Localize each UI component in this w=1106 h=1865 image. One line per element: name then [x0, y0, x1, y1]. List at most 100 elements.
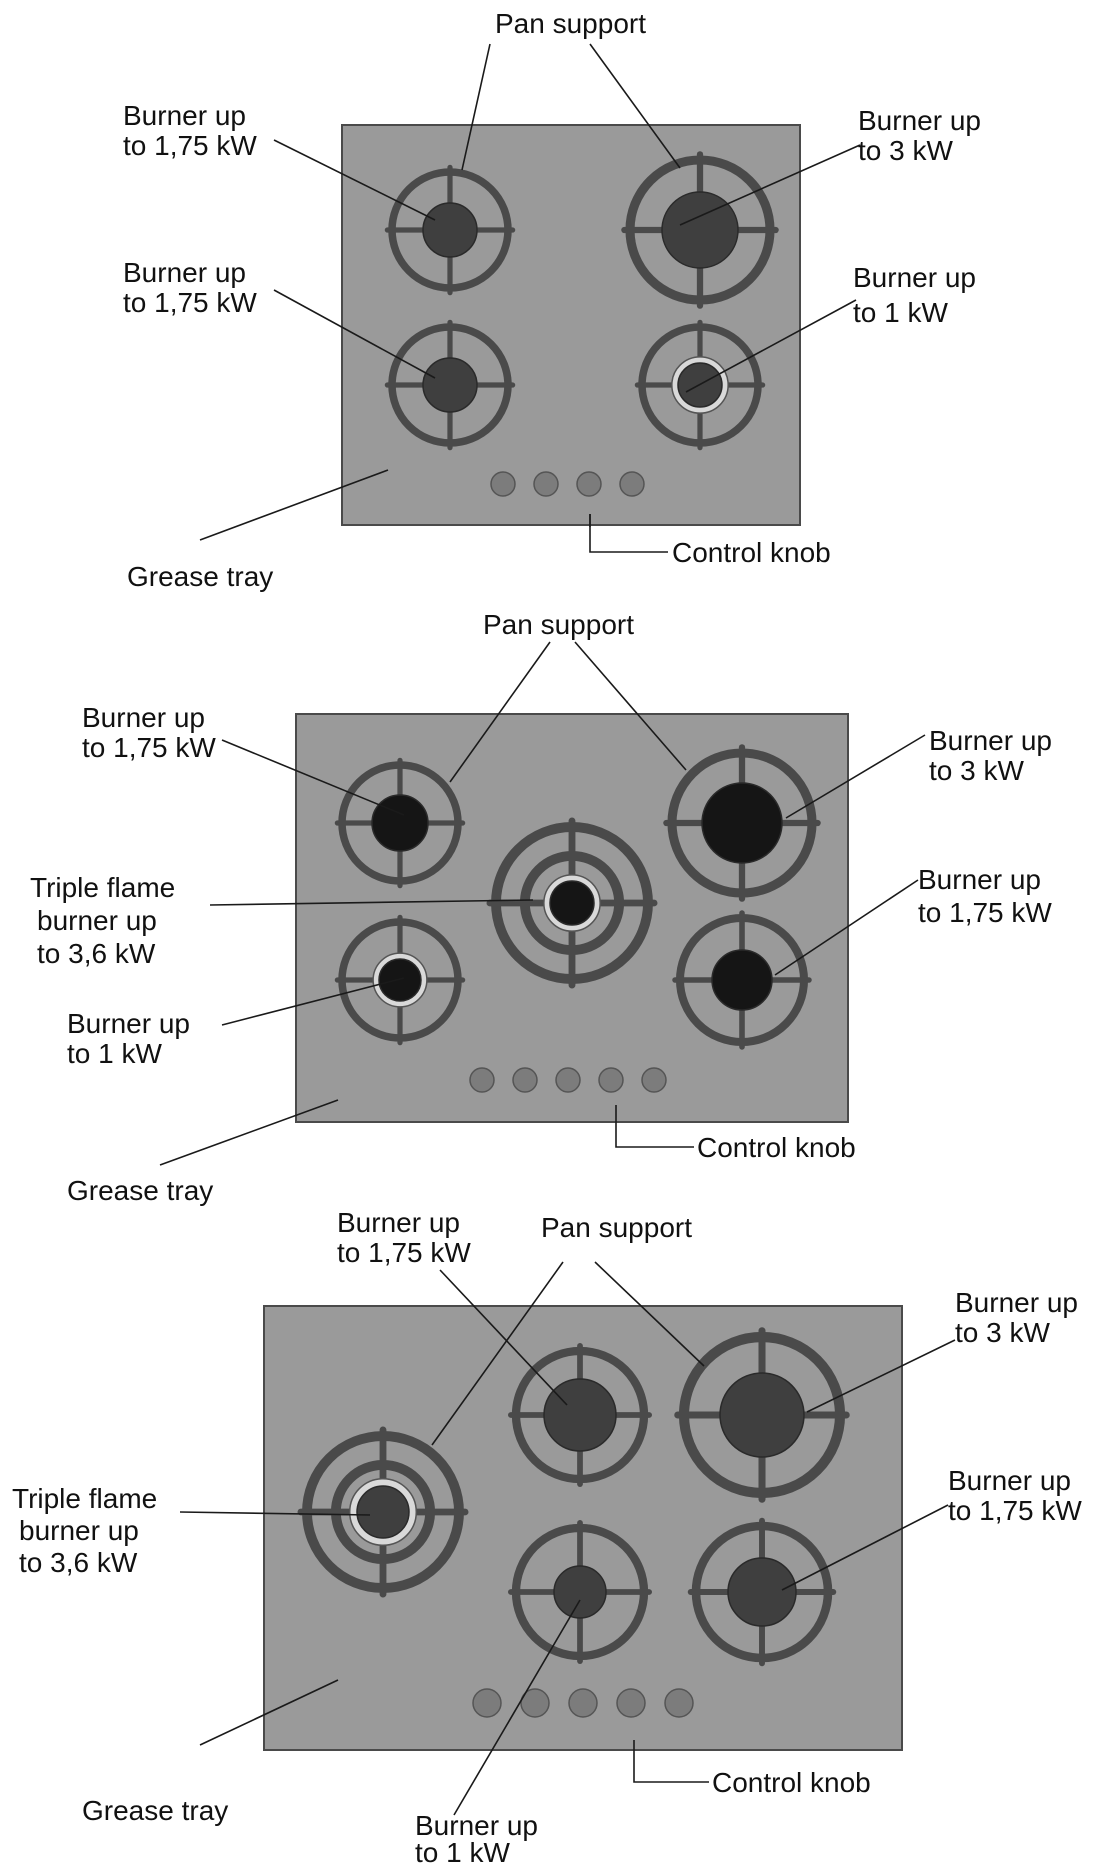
- burner-label: Burner up: [123, 257, 246, 288]
- burner-cap-icon: [543, 1378, 617, 1452]
- burner-label: Burner up: [948, 1465, 1071, 1496]
- triple-flame-label: to 3,6 kW: [19, 1547, 138, 1578]
- pointer-line: [781, 1504, 949, 1591]
- triple-flame-label: Triple flame: [12, 1483, 157, 1514]
- grease-tray-label: Grease tray: [127, 561, 273, 592]
- pointer-line: [453, 1599, 581, 1816]
- burner-1-75kw: [672, 910, 812, 1050]
- burner-cap-icon: [356, 1485, 410, 1539]
- burner-label: Burner up: [918, 864, 1041, 895]
- burner-label: to 1,75 kW: [123, 130, 257, 161]
- burner-label: Burner up: [337, 1207, 460, 1238]
- burner-3kw: [621, 151, 779, 309]
- pointer-line: [179, 1511, 371, 1516]
- control-knob[interactable]: [616, 1688, 646, 1718]
- control-knobs: [469, 1067, 667, 1093]
- burner-label: Burner up: [82, 702, 205, 733]
- triple-flame-label: Triple flame: [30, 872, 175, 903]
- pointer-line: [461, 43, 491, 171]
- burner-cap-icon: [422, 202, 478, 258]
- pointer-line: [679, 144, 861, 226]
- burner-label: to 1 kW: [67, 1038, 162, 1069]
- grease-tray-label: Grease tray: [82, 1795, 228, 1826]
- control-knob[interactable]: [619, 471, 645, 497]
- control-knob[interactable]: [512, 1067, 538, 1093]
- burner-label: to 1 kW: [415, 1837, 510, 1865]
- pan-support-label: Pan support: [483, 609, 634, 640]
- pointer-line: [273, 289, 436, 379]
- triple-flame-burner: [486, 817, 658, 989]
- hob-five-burner-center: Pan support Burner up to 1,75 kW Triple …: [30, 609, 1052, 1206]
- triple-flame-label: to 3,6 kW: [37, 938, 156, 969]
- pointer-line: [439, 1269, 568, 1406]
- triple-flame-burner: [297, 1426, 469, 1598]
- grease-tray-label: Grease tray: [67, 1175, 213, 1206]
- pointer-line: [449, 641, 551, 783]
- pointer-line: [209, 899, 534, 906]
- triple-flame-label: burner up: [37, 905, 157, 936]
- burner-1-75kw: [384, 164, 516, 296]
- control-knob[interactable]: [469, 1067, 495, 1093]
- control-knob[interactable]: [533, 471, 559, 497]
- control-knob[interactable]: [568, 1688, 598, 1718]
- pointer-line: [431, 1261, 564, 1446]
- pointer-line: [589, 43, 681, 169]
- control-knob-label: Control knob: [672, 537, 831, 568]
- burner-cap-icon: [371, 794, 429, 852]
- burner-label: to 1,75 kW: [337, 1237, 471, 1268]
- pan-support-label: Pan support: [495, 8, 646, 39]
- burner-cap-icon: [553, 1565, 607, 1619]
- burner-label: to 1,75 kW: [82, 732, 216, 763]
- control-knobs: [490, 471, 645, 497]
- pointer-line: [199, 1679, 339, 1746]
- burner-1-75kw: [334, 757, 466, 889]
- burner-label: Burner up: [929, 725, 1052, 756]
- pointer-line: [615, 1105, 694, 1148]
- control-knob[interactable]: [641, 1067, 667, 1093]
- burner-label: to 3 kW: [929, 755, 1024, 786]
- burner-group: [334, 744, 821, 1050]
- burner-1kw: [334, 914, 466, 1046]
- burner-cap-icon: [549, 880, 595, 926]
- control-knob[interactable]: [555, 1067, 581, 1093]
- control-knob[interactable]: [576, 471, 602, 497]
- triple-flame-label: burner up: [19, 1515, 139, 1546]
- control-knob[interactable]: [472, 1688, 502, 1718]
- burner-cap-icon: [378, 958, 422, 1002]
- burner-cap-icon: [422, 357, 478, 413]
- control-knob[interactable]: [490, 471, 516, 497]
- burner-label: Burner up: [853, 262, 976, 293]
- pointer-line: [159, 1099, 339, 1166]
- control-knob[interactable]: [598, 1067, 624, 1093]
- burner-label: to 1,75 kW: [918, 897, 1052, 928]
- burner-1-75kw: [687, 1517, 837, 1667]
- burner-label: Burner up: [67, 1008, 190, 1039]
- pointer-line: [221, 977, 405, 1026]
- burner-cap-icon: [727, 1557, 797, 1627]
- burner-cap-icon: [701, 782, 783, 864]
- pointer-line: [806, 1339, 956, 1413]
- pointer-line: [221, 739, 405, 816]
- burner-3kw: [674, 1327, 850, 1503]
- pointer-line: [273, 139, 436, 221]
- pointer-line: [633, 1740, 709, 1783]
- pointer-line: [785, 734, 926, 819]
- control-knob-label: Control knob: [712, 1767, 871, 1798]
- control-knob-label: Control knob: [697, 1132, 856, 1163]
- pointer-line: [574, 641, 687, 771]
- burner-label: to 3 kW: [955, 1317, 1050, 1348]
- pan-support-label: Pan support: [541, 1212, 692, 1243]
- burner-1-75kw: [384, 319, 516, 451]
- hob-four-burner: Pan support Burner up to 1,75 kW Burner …: [123, 8, 981, 592]
- burner-group: [297, 1327, 850, 1667]
- control-knob[interactable]: [520, 1688, 550, 1718]
- burner-label: Burner up: [123, 100, 246, 131]
- burner-3kw: [663, 744, 821, 902]
- pointer-line: [594, 1261, 705, 1367]
- control-knob[interactable]: [664, 1688, 694, 1718]
- burner-label: to 1,75 kW: [948, 1495, 1082, 1526]
- pointer-line: [199, 469, 389, 541]
- burner-label: Burner up: [955, 1287, 1078, 1318]
- burner-label: to 1 kW: [853, 297, 948, 328]
